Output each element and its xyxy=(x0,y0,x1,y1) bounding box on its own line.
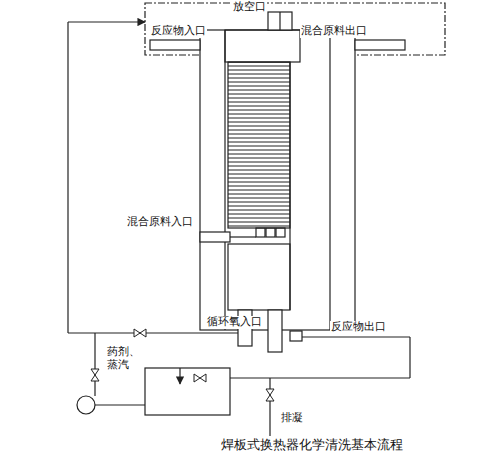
port-label: 放空口 xyxy=(232,1,267,14)
drain-label: 排凝 xyxy=(280,412,304,425)
port-label: 反应物入口 xyxy=(150,25,207,38)
feed-label: 药剂、蒸汽 xyxy=(106,346,144,371)
port-label: 混合原料入口 xyxy=(126,216,194,229)
port-label: 循环氧入口 xyxy=(206,316,263,329)
port-label: 混合原料出口 xyxy=(300,25,368,38)
port-label: 反应物出口 xyxy=(330,321,387,334)
figure-caption: 焊板式换热器化学清洗基本流程 xyxy=(221,436,403,454)
